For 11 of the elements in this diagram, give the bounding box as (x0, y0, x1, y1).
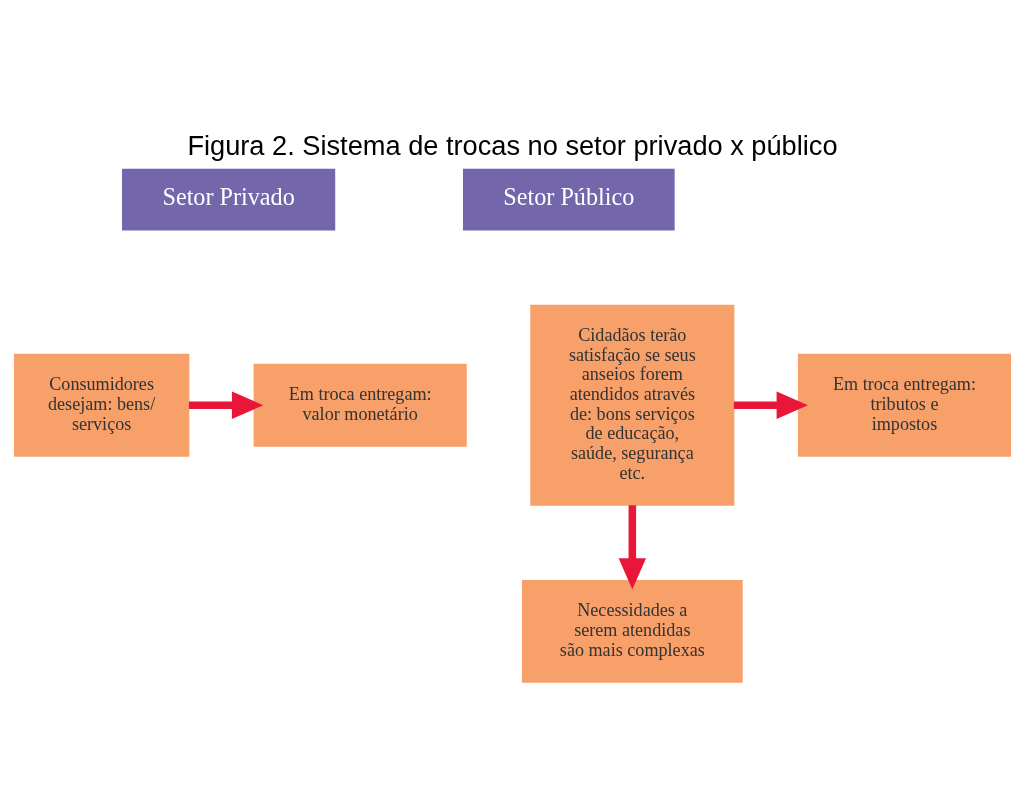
node-box: Em troca entregam: valor monetário (253, 363, 467, 447)
node-box: Necessidades a serem atendidas são mais complexas (521, 579, 743, 683)
diagram-title: Figura 2. Sistema de trocas no setor privado x público (187, 129, 838, 161)
node-box: Consumidores desejam: bens/ serviços (13, 353, 190, 457)
node-box: Setor Público (463, 168, 675, 231)
node-box: Setor Privado (122, 168, 336, 231)
arrow (189, 391, 264, 419)
arrow (618, 505, 647, 590)
node-box: Cidadãos terão satisfação se seus anseios forem atendidos através de: bons serviços de educação, saúde, segurança etc. (530, 304, 735, 506)
node-box: Em troca entregam: tributos e impostos (797, 353, 1012, 457)
arrow (733, 391, 808, 419)
